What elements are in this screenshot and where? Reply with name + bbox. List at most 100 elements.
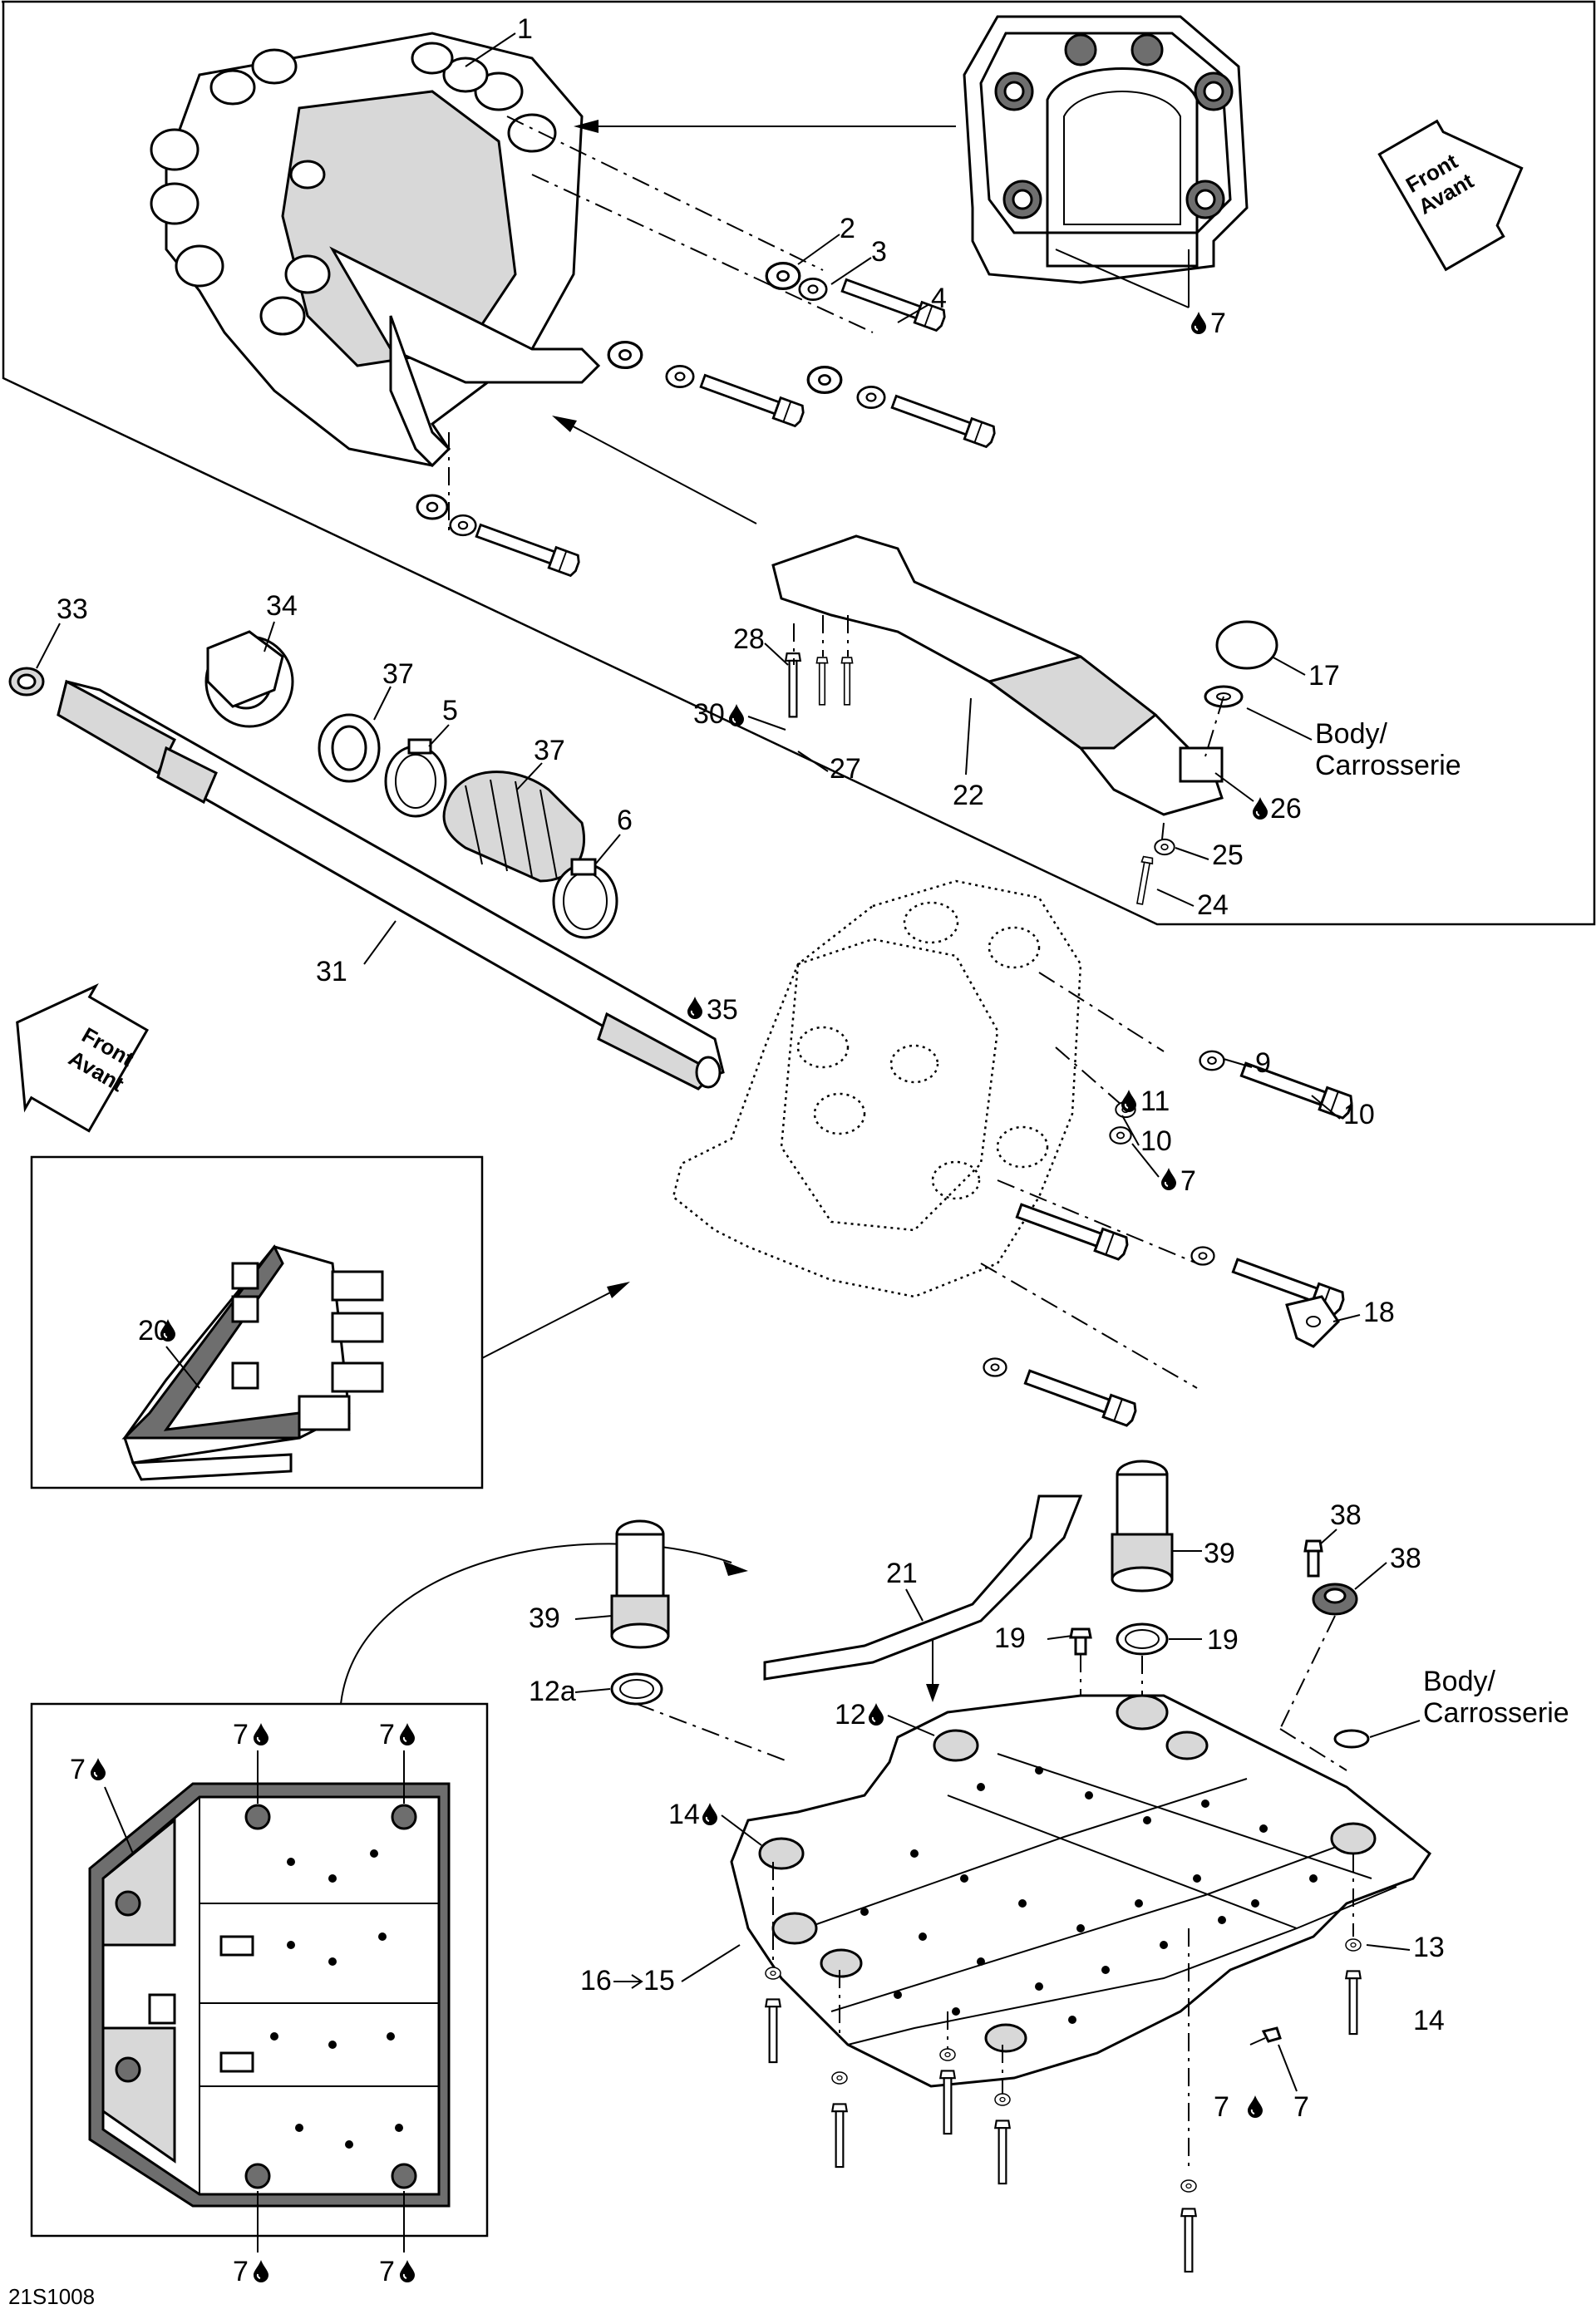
callout-7-inset-br: 7: [379, 2256, 395, 2287]
callout-7-inset-bl: 7: [233, 2256, 249, 2287]
part-30-driveshaft: [57, 679, 725, 1091]
part-37-clamp-a: [384, 738, 447, 818]
callout-38a: 39: [529, 1603, 560, 1634]
bottom-bolts: [765, 1854, 1362, 2273]
callout-13: 7: [1293, 2091, 1309, 2123]
callout-39a: 12a: [529, 1676, 576, 1707]
callout-18: 21: [886, 1558, 918, 1589]
callout-17: 17: [1308, 660, 1340, 692]
part-22-bracket: [771, 534, 1224, 816]
callout-38b: 39: [1204, 1538, 1235, 1569]
sealant-drop-icon: [253, 1722, 269, 1745]
callout-14: 7: [1214, 2091, 1229, 2123]
body-label-top: Body/: [1315, 718, 1387, 750]
sealant-drop-icon: [868, 1702, 884, 1726]
front-arrow-left: Front Avant: [16, 983, 150, 1133]
callout-10b: 7: [1180, 1165, 1196, 1197]
sealant-drop-icon: [728, 703, 745, 726]
callout-19a: 12: [835, 1699, 866, 1731]
callout-35: 37: [382, 658, 414, 690]
housing-dotted-view: [672, 879, 1198, 1389]
inset-plate-top-view: [88, 1782, 451, 2208]
callout-31: 34: [266, 590, 298, 622]
callout-22: 22: [953, 780, 984, 811]
callout-28: 26: [1270, 793, 1302, 825]
part-36-boot: [442, 771, 586, 883]
arrow-mid-left: [552, 416, 757, 524]
front-arrow-right: Front Avant: [1377, 119, 1524, 272]
callout-36: 37: [534, 735, 565, 766]
callout-12: 16: [580, 1965, 612, 1996]
part-31-bellows-ring: [204, 630, 294, 728]
callout-37a: 5: [442, 695, 458, 726]
callout-12-14: 15: [643, 1965, 675, 1996]
sealant-drop-icon: [90, 1757, 106, 1780]
inset-holes: [270, 1849, 403, 2149]
sealant-drop-icon: [399, 1722, 416, 1745]
callout-15: 14: [1413, 2005, 1445, 2036]
part-39-oring-right: [1116, 1622, 1169, 1696]
callout-30: 31: [316, 956, 347, 987]
callout-9: 10: [1140, 1125, 1172, 1157]
part-37-clamp-b: [552, 858, 618, 939]
callout-21: 38: [1390, 1543, 1421, 1574]
part-35-ring: [318, 713, 381, 783]
body-label-bottom: Body/: [1423, 1666, 1495, 1697]
sealant-drop-icon: [687, 996, 703, 1019]
callout-2: 2: [840, 213, 855, 244]
part-17-cap: [1204, 620, 1278, 757]
part-18-strip: [763, 1494, 1083, 1681]
callout-37b: 6: [617, 805, 633, 836]
inset-side-view-box: [30, 1155, 484, 1489]
callout-1: 1: [517, 13, 533, 45]
body-label-top-fr: Carrosserie: [1315, 750, 1461, 781]
callout-6: 10: [1343, 1099, 1375, 1130]
callout-3: 3: [871, 236, 887, 268]
callout-27: 25: [1212, 839, 1244, 871]
callout-7-inset-tl: 7: [233, 1719, 249, 1750]
callout-4: 4: [931, 283, 947, 314]
arrow-down: [926, 1639, 939, 1702]
top-panel-frame: [2, 0, 1596, 926]
figure-code: 21S1008: [8, 2284, 95, 2309]
hardware-upper: [416, 116, 998, 578]
callout-12a: 19: [994, 1622, 1026, 1654]
inset-side-view: [121, 1244, 384, 1481]
body-label-bottom-fr: Carrosserie: [1423, 1697, 1569, 1729]
callout-23: 27: [830, 753, 861, 785]
base-plate: [730, 1694, 1432, 2088]
part-38-fitting-left: [610, 1519, 670, 1649]
callout-24: 28: [733, 623, 765, 655]
sealant-drop-icon: [702, 1802, 718, 1825]
sealant-drop-icon: [1190, 311, 1207, 334]
part-1-housing: [150, 32, 601, 532]
sealant-drop-icon: [253, 2259, 269, 2282]
inset-plate-top-view-box: [30, 1702, 489, 2238]
part-39-oring-left: [610, 1672, 791, 1763]
sealant-drop-icon: [1252, 796, 1268, 820]
plate-holes: [860, 1766, 1318, 2024]
pump-end-plate-view: [963, 15, 1249, 308]
callout-7-top: 7: [1210, 308, 1226, 339]
callout-16: 13: [1413, 1932, 1445, 1963]
sealant-drop-icon: [1247, 2095, 1264, 2118]
sealant-drop-icon: [1160, 1167, 1177, 1190]
callout-7-inset-tr: 7: [379, 1719, 395, 1750]
callout-26: 24: [1197, 889, 1229, 921]
hardware-middle: [983, 1050, 1356, 1428]
arrow-to-housing: [481, 1282, 630, 1359]
callout-33: 33: [57, 593, 88, 625]
part-33-seal: [8, 667, 45, 697]
part-20-21: [1279, 1539, 1358, 1771]
sealant-drop-icon: [399, 2259, 416, 2282]
callout-10a: 11: [1140, 1086, 1170, 1117]
callout-5: 9: [1255, 1047, 1271, 1079]
arrow-top-left: [574, 120, 956, 133]
callout-20: 38: [1330, 1499, 1362, 1531]
callout-34: 35: [707, 994, 738, 1026]
callout-11: 18: [1363, 1297, 1395, 1328]
part-12a-screw: [1069, 1627, 1092, 1696]
housing-pipes: [150, 42, 557, 336]
callout-39b: 19: [1207, 1624, 1239, 1656]
